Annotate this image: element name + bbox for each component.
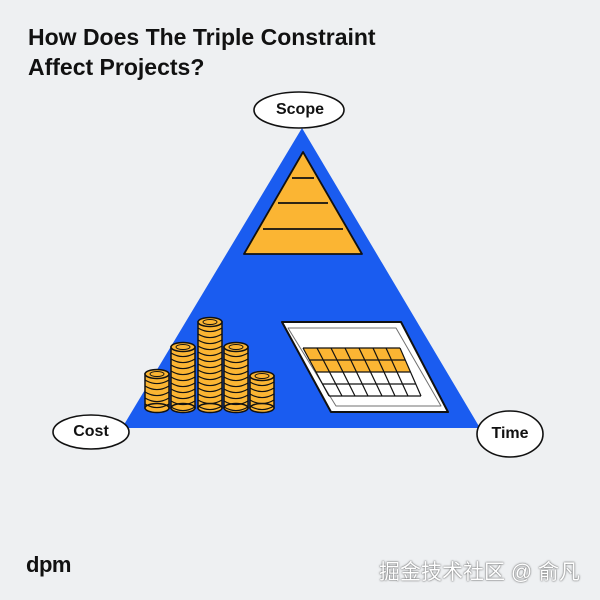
watermark: 掘金技术社区 @ 俞凡 — [379, 561, 580, 584]
cost-bubble — [52, 414, 130, 450]
coin-stack — [249, 370, 275, 414]
title-line-2: Affect Projects? — [28, 54, 205, 80]
cost-label: Cost — [73, 423, 109, 440]
scope-label: Scope — [275, 101, 324, 118]
coin-stack — [197, 316, 223, 414]
time-bubble — [476, 410, 544, 458]
coin-stack — [223, 341, 249, 414]
calendar-icon — [281, 321, 449, 413]
coin-stack — [170, 341, 196, 414]
page-title: How Does The Triple Constraint Affect Pr… — [28, 22, 376, 82]
coin-stacks-icon — [144, 316, 275, 414]
coin-stack — [144, 368, 170, 414]
dpm-logo: dpm — [26, 552, 71, 577]
time-label: Time — [491, 425, 529, 442]
scope-bubble — [253, 91, 345, 129]
title-line-1: How Does The Triple Constraint — [28, 24, 376, 50]
pyramid-icon — [243, 151, 363, 255]
